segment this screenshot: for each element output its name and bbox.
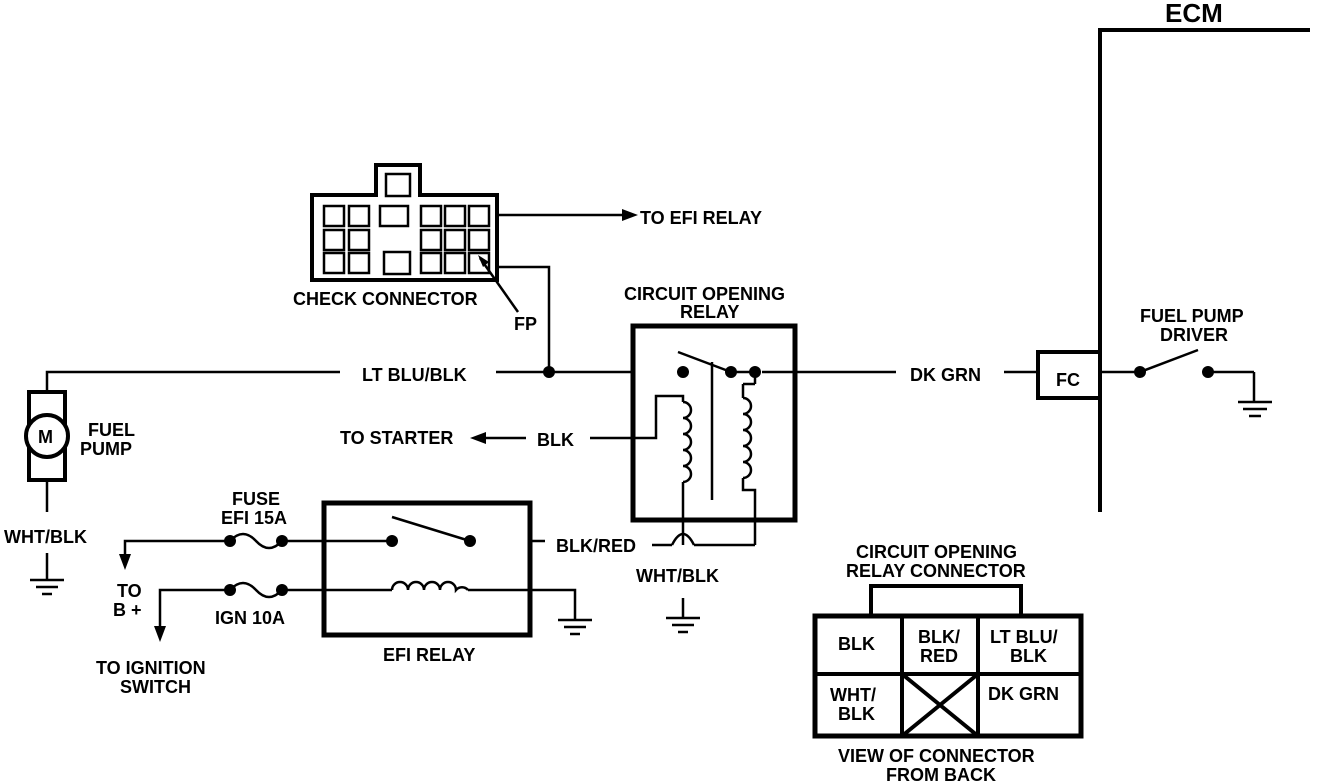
- relay-connector-title-1: CIRCUIT OPENING: [856, 542, 1017, 562]
- ign-10a-label: IGN 10A: [215, 608, 285, 628]
- relay-connector-view: CIRCUIT OPENING RELAY CONNECTOR BLK BLK/…: [812, 542, 1084, 784]
- ecm-module: ECM FC FUEL PUMP DRIVER: [1036, 0, 1310, 512]
- efi-relay-label: EFI RELAY: [383, 645, 475, 665]
- fuse-label-1: FUSE: [232, 489, 280, 509]
- fp-label: FP: [514, 314, 537, 334]
- fuse-ign-10a: IGN 10A: [154, 581, 324, 642]
- cell-lt-blu-blk-2: BLK: [1010, 646, 1047, 666]
- cell-blk: BLK: [838, 634, 875, 654]
- fc-terminal: [1036, 350, 1102, 400]
- circuit-opening-relay: CIRCUIT OPENING RELAY: [624, 284, 798, 545]
- cell-blk-red-2: RED: [920, 646, 958, 666]
- relay-connector-caption-2: FROM BACK: [886, 765, 996, 784]
- fuel-pump-driver-label-2: DRIVER: [1160, 325, 1228, 345]
- blk-label: BLK: [537, 430, 574, 450]
- cell-lt-blu-blk-1: LT BLU/: [990, 627, 1058, 647]
- cell-dk-grn: DK GRN: [988, 684, 1059, 704]
- motor-m-label: M: [38, 427, 53, 447]
- blk-red-label: BLK/RED: [556, 536, 636, 556]
- to-b-plus-label-1: TO: [117, 581, 142, 601]
- cell-blk-red-1: BLK/: [918, 627, 960, 647]
- to-ignition-switch-label-2: SWITCH: [120, 677, 191, 697]
- fuse-label-2: EFI 15A: [221, 508, 287, 528]
- fuel-pump-motor: M FUEL PUMP WHT/BLK: [4, 370, 340, 596]
- circuit-opening-relay-label-1: CIRCUIT OPENING: [624, 284, 785, 304]
- to-efi-relay-label: TO EFI RELAY: [640, 208, 762, 228]
- circuit-opening-relay-label-2: RELAY: [680, 302, 739, 322]
- relay-contact-1: [677, 366, 689, 378]
- fuel-pump-driver-label-1: FUEL PUMP: [1140, 306, 1244, 326]
- splice-dot: [543, 366, 555, 378]
- check-connector: CHECK CONNECTOR FP TO EFI RELAY: [293, 163, 762, 372]
- fuel-pump-label-2: PUMP: [80, 439, 132, 459]
- fuel-pump-label-1: FUEL: [88, 420, 135, 440]
- dk-grn-label: DK GRN: [910, 365, 981, 385]
- ground-symbol-ecm: [1238, 400, 1272, 418]
- lt-blu-blk-label: LT BLU/BLK: [362, 365, 467, 385]
- ground-symbol-relay: [666, 616, 700, 634]
- to-ignition-switch-label-1: TO IGNITION: [96, 658, 206, 678]
- ground-symbol-efi: [558, 618, 592, 636]
- efi-relay: EFI RELAY: [321, 500, 577, 665]
- cell-wht-blk-2: BLK: [838, 704, 875, 724]
- relay-connector-caption-1: VIEW OF CONNECTOR: [838, 746, 1035, 766]
- to-b-plus-label-2: B +: [113, 600, 142, 620]
- check-connector-label: CHECK CONNECTOR: [293, 289, 478, 309]
- wht-blk-left-label: WHT/BLK: [4, 527, 87, 547]
- fuse-efi-15a: FUSE EFI 15A: [119, 489, 324, 570]
- ecm-label: ECM: [1165, 0, 1223, 28]
- cell-wht-blk-1: WHT/: [830, 685, 876, 705]
- fc-label: FC: [1056, 370, 1080, 390]
- to-starter-label: TO STARTER: [340, 428, 453, 448]
- ground-symbol-pump: [30, 578, 64, 596]
- wht-blk-bottom-label: WHT/BLK: [636, 566, 719, 586]
- relay-connector-title-2: RELAY CONNECTOR: [846, 561, 1026, 581]
